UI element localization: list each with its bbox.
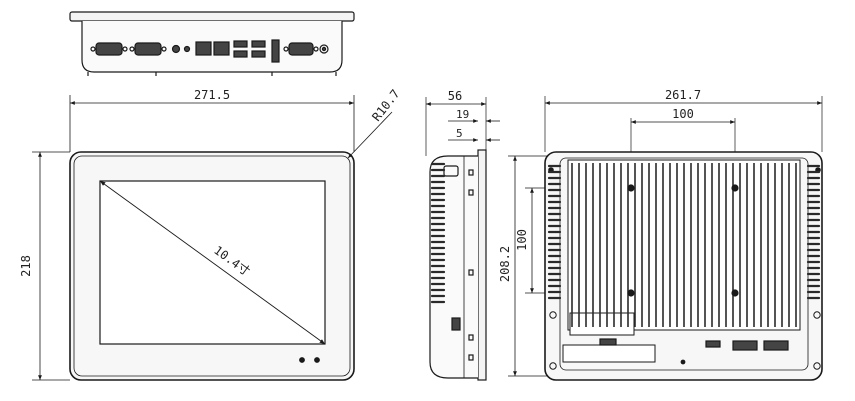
status-led <box>314 357 320 363</box>
side-front-label: 5 <box>456 127 463 140</box>
rear-width-label: 261.7 <box>665 88 701 102</box>
usb-port <box>233 40 248 48</box>
side-fins <box>430 162 446 304</box>
vga-port <box>283 42 319 56</box>
hdmi-port <box>271 39 280 63</box>
audio-jack <box>183 45 191 53</box>
vesa-v-label: 100 <box>515 229 529 251</box>
front-height-label: 218 <box>19 255 33 277</box>
front-view <box>32 95 393 381</box>
rear-side-fins <box>547 164 821 300</box>
front-width-label: 271.5 <box>194 88 230 102</box>
rear-heatsink-fins <box>571 163 797 327</box>
com2-port <box>129 42 167 56</box>
vesa-h-label: 100 <box>672 107 694 121</box>
usb-port <box>233 50 248 58</box>
top-io-view <box>69 11 355 76</box>
dc-power-jack <box>319 44 329 54</box>
power-led <box>299 357 305 363</box>
audio-jack <box>171 44 181 54</box>
rear-height-label: 208.2 <box>498 246 512 282</box>
com1-port <box>90 42 128 56</box>
usb-port <box>251 50 266 58</box>
vesa-holes <box>627 184 739 297</box>
lan2-port <box>213 41 230 56</box>
lan1-port <box>195 41 212 56</box>
side-bezel-label: 19 <box>456 108 469 121</box>
side-view <box>425 97 500 381</box>
side-depth-label: 56 <box>448 89 462 103</box>
usb-port <box>251 40 266 48</box>
